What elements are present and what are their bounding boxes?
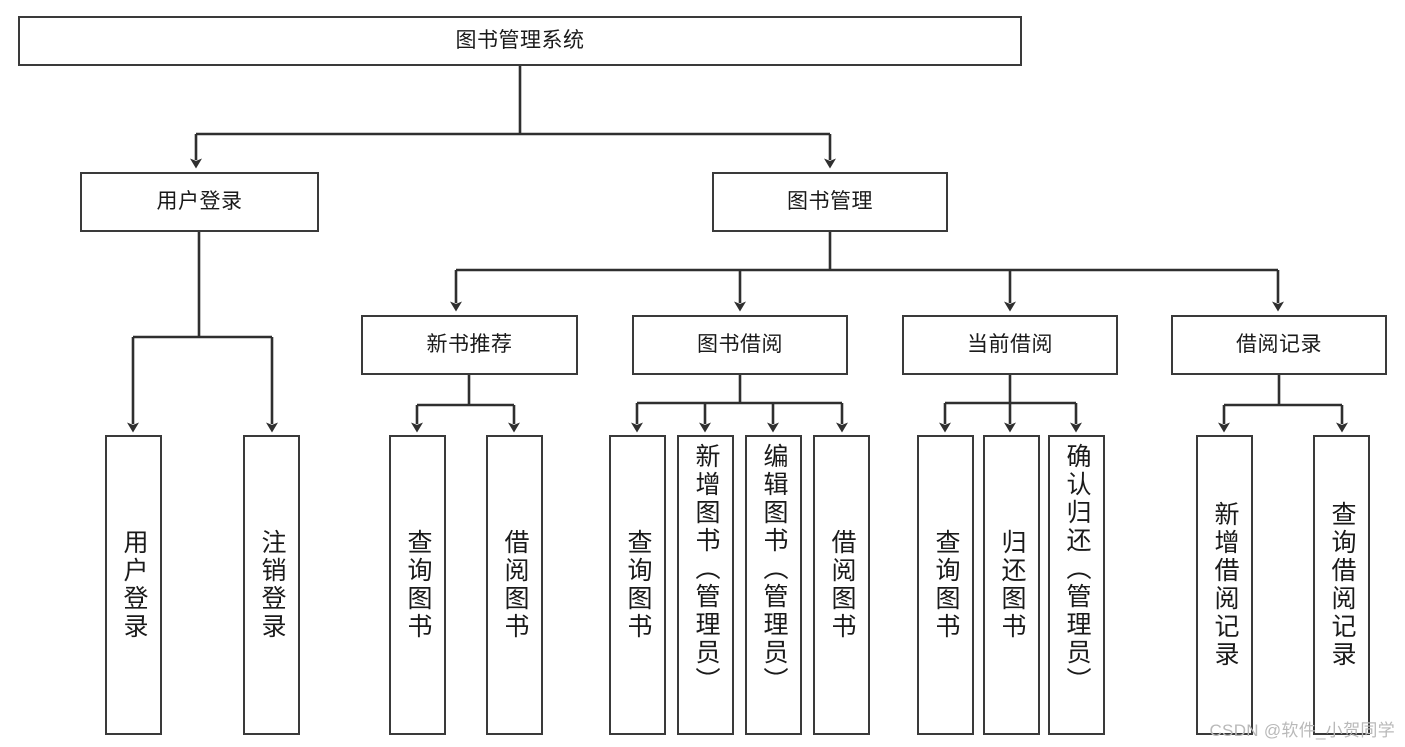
node-book-borrow[interactable]: 图书借阅 — [632, 315, 848, 375]
node-root[interactable]: 图书管理系统 — [18, 16, 1022, 66]
leaf-label: 新增借阅记录 — [1211, 501, 1239, 669]
leaf-label: 查询图书 — [624, 529, 652, 641]
leaf-label: 归还图书 — [998, 529, 1026, 641]
node-user-login[interactable]: 用户登录 — [80, 172, 319, 232]
leaf-new-book-query[interactable]: 查询图书 — [389, 435, 446, 735]
node-root-label: 图书管理系统 — [455, 28, 585, 52]
leaf-borrow-record-query[interactable]: 查询借阅记录 — [1313, 435, 1370, 735]
node-current-borrow-label: 当前借阅 — [967, 332, 1053, 356]
node-user-login-label: 用户登录 — [156, 189, 243, 213]
leaf-label: 编辑图书（管理员） — [760, 443, 788, 695]
leaf-user-login-login[interactable]: 用户登录 — [105, 435, 162, 735]
watermark: CSDN @软件_小贺同学 — [1209, 721, 1395, 740]
leaf-label: 新增图书（管理员） — [692, 443, 720, 695]
leaf-label: 注销登录 — [258, 529, 286, 641]
leaf-label: 确认归还（管理员） — [1063, 443, 1091, 695]
leaf-book-borrow-query[interactable]: 查询图书 — [609, 435, 666, 735]
leaf-current-borrow-query[interactable]: 查询图书 — [917, 435, 974, 735]
node-book-management[interactable]: 图书管理 — [712, 172, 948, 232]
node-borrow-record[interactable]: 借阅记录 — [1171, 315, 1387, 375]
leaf-label: 借阅图书 — [828, 529, 856, 641]
leaf-book-borrow-add-admin[interactable]: 新增图书（管理员） — [677, 435, 734, 735]
leaf-user-login-logout[interactable]: 注销登录 — [243, 435, 300, 735]
leaf-current-borrow-return[interactable]: 归还图书 — [983, 435, 1040, 735]
leaf-label: 查询图书 — [932, 529, 960, 641]
node-book-management-label: 图书管理 — [787, 189, 873, 213]
node-new-book-recommend-label: 新书推荐 — [426, 332, 513, 356]
leaf-borrow-record-add[interactable]: 新增借阅记录 — [1196, 435, 1253, 735]
leaf-current-borrow-confirm-admin[interactable]: 确认归还（管理员） — [1048, 435, 1105, 735]
leaf-label: 借阅图书 — [501, 529, 529, 641]
node-book-borrow-label: 图书借阅 — [697, 332, 783, 356]
leaf-label: 查询借阅记录 — [1328, 501, 1356, 669]
leaf-new-book-borrow[interactable]: 借阅图书 — [486, 435, 543, 735]
node-current-borrow[interactable]: 当前借阅 — [902, 315, 1118, 375]
leaf-book-borrow-edit-admin[interactable]: 编辑图书（管理员） — [745, 435, 802, 735]
leaf-label: 查询图书 — [404, 529, 432, 641]
node-borrow-record-label: 借阅记录 — [1236, 332, 1322, 356]
leaf-book-borrow-borrow[interactable]: 借阅图书 — [813, 435, 870, 735]
leaf-label: 用户登录 — [120, 529, 148, 641]
node-new-book-recommend[interactable]: 新书推荐 — [361, 315, 578, 375]
